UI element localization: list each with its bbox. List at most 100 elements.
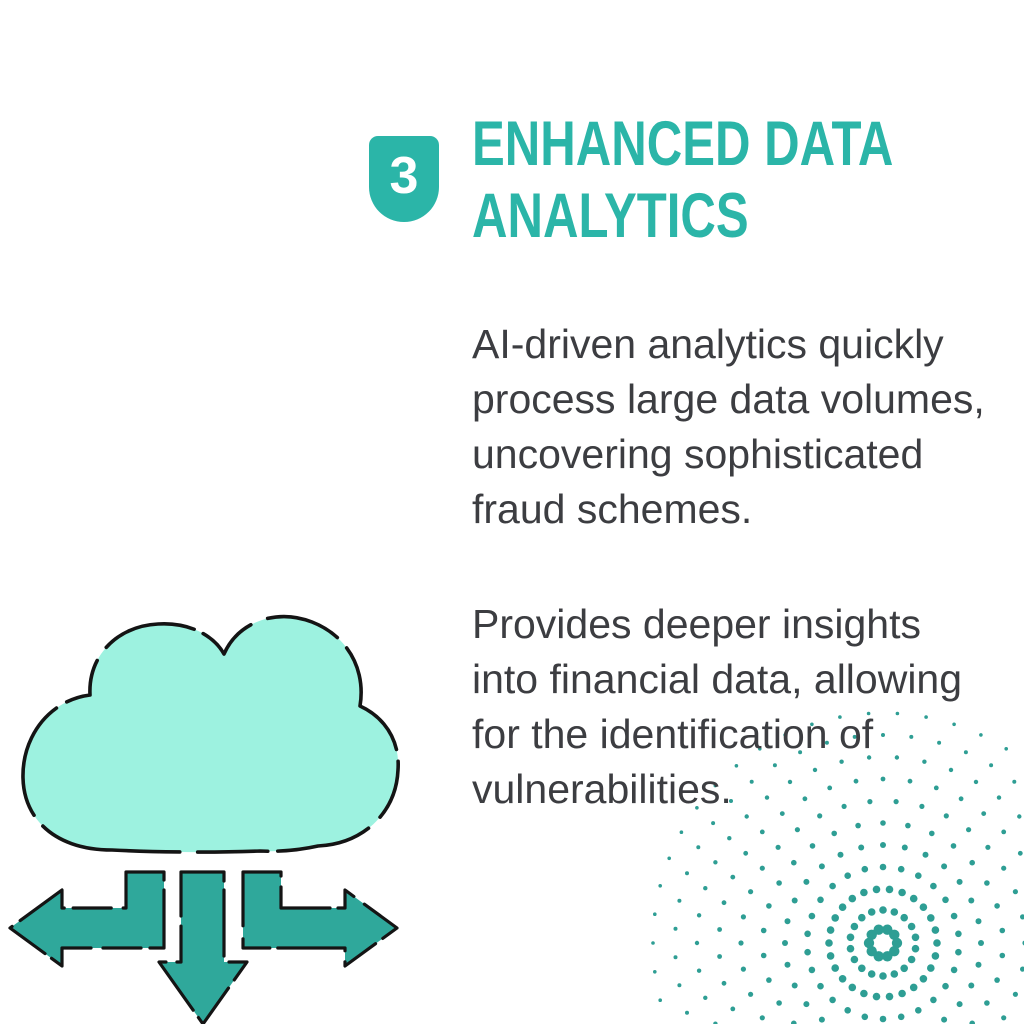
decor-dot [919,975,928,983]
decor-dot [848,983,857,992]
decor-dot [758,747,762,751]
decor-dot [853,778,859,784]
decor-dot [803,878,810,885]
decor-dot [890,970,899,978]
decor-dot [784,961,791,968]
step-number-badge: 3 [369,136,439,222]
down-arrow-icon [157,870,249,1024]
decor-dot [803,1001,810,1008]
decor-dot [808,966,816,974]
decor-dot [817,982,824,990]
decor-dot [738,940,744,946]
decor-dot [667,856,671,861]
decor-dot [804,930,811,938]
decor-dot [791,859,797,866]
decor-dot [826,952,835,960]
decor-dot [911,933,920,942]
decor-dot [846,944,855,953]
decor-dot [879,863,887,871]
decor-dot [775,844,781,850]
decor-dot [915,1007,922,1014]
decor-dot [950,843,957,849]
decor-dot [861,865,869,873]
body-paragraph-1: AI-driven analytics quickly process larg… [472,321,985,532]
decor-dot [743,850,749,856]
decor-dot [760,927,767,934]
decor-dot [879,906,887,914]
decor-dot [867,799,873,805]
decor-dot [994,977,1000,983]
decor-dot [942,982,949,990]
decor-dot [784,918,791,925]
decor-dot [924,715,928,719]
decor-dot [826,926,835,934]
decor-dot [740,966,746,972]
decor-dot [968,982,975,989]
decor-dot [866,711,871,716]
decor-dot [677,983,682,988]
decor-dot [860,888,868,897]
decor-dot [653,970,657,974]
decor-dot [831,830,837,837]
decor-dot [818,863,825,870]
decor-dot [963,750,968,755]
decor-dot [863,937,875,949]
decor-dot [673,926,678,931]
decor-dot [943,813,949,819]
decor-dot [999,952,1006,959]
decor-dot [933,939,941,947]
cloud-icon [21,614,400,854]
decor-dot [1012,991,1018,997]
decor-dot [1020,914,1024,920]
decor-dot [905,822,911,829]
decor-dot [727,836,732,841]
decor-dot [740,914,746,920]
decor-dot [867,970,876,978]
decor-dot [879,1015,887,1023]
decor-dot [817,896,824,904]
decor-dot [844,872,851,879]
decor-dot [911,944,920,953]
decor-dot [794,827,800,833]
decor-dot [919,903,928,911]
decor-dot [996,795,1002,800]
decor-dot [802,796,808,802]
decor-dot [984,1000,990,1006]
decor-dot [711,821,716,826]
section-title: ENHANCED DATA ANALYTICS [472,108,893,252]
decor-dot [900,964,908,973]
decor-dot [1001,865,1007,871]
decor-dot [984,880,990,886]
decor-dot [829,996,836,1004]
decor-dot [941,1016,948,1023]
decor-dot [975,961,982,968]
cloud-distribution-illustration [8,614,400,1024]
decor-dot [838,715,842,719]
decor-dot [824,740,829,745]
decor-dot [931,952,940,960]
decor-dot [941,863,948,870]
left-arrow-icon [8,870,166,968]
decor-dot [759,829,765,835]
radial-dot-pattern-decor [651,711,1024,1024]
decor-dot [891,937,903,949]
decor-dot [759,865,765,871]
decor-dot [694,940,700,946]
decor-dot [730,1006,736,1012]
decor-dot [713,1021,718,1024]
decor-dot [831,964,839,972]
decor-dot [973,779,979,785]
decor-dot [764,795,770,800]
decor-dot [922,759,927,764]
decor-dot [782,940,788,946]
decor-dot [867,908,876,916]
decor-dot [858,913,866,922]
decor-dot [776,880,782,886]
decor-dot [734,764,739,768]
decor-dot [717,954,722,959]
decor-dot [956,1001,963,1008]
decor-dot [685,1010,689,1015]
decor-dot [901,844,908,851]
decor-dot [749,779,754,784]
